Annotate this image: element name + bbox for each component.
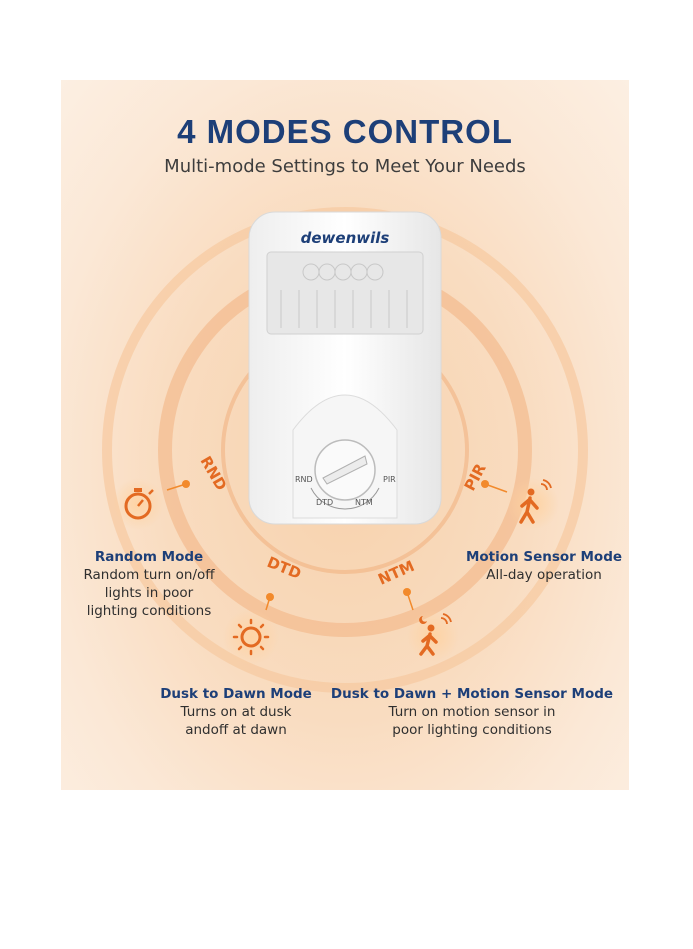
dial-label-pir: PIR bbox=[383, 475, 396, 484]
mode-random-name: Random Mode bbox=[94, 549, 204, 565]
stopwatch-icon bbox=[112, 478, 164, 530]
mode-dusk-to-dawn-name: Dusk to Dawn Mode bbox=[160, 686, 312, 702]
mode-diagram: dewenwils RND PIR DTD NTM RND bbox=[102, 207, 588, 693]
tag-rnd: RND bbox=[166, 453, 230, 494]
sun-moon-icon bbox=[223, 609, 279, 665]
mode-dusk-to-dawn-desc: Turns on at dusk andoff at dawn bbox=[180, 704, 292, 738]
tag-dtd-label: DTD bbox=[265, 553, 304, 583]
mode-dusk-to-dawn-motion: Dusk to Dawn + Motion Sensor Mode Turn o… bbox=[327, 685, 617, 739]
brand-logo: dewenwils bbox=[301, 229, 390, 247]
motion-sensor-device: dewenwils RND PIR DTD NTM bbox=[248, 211, 442, 525]
walking-person-night-icon bbox=[407, 610, 459, 662]
mode-motion-sensor-desc: All-day operation bbox=[486, 567, 602, 583]
dial-label-dtd: DTD bbox=[316, 498, 333, 507]
page-title: 4 MODES CONTROL bbox=[177, 113, 513, 150]
dial-label-ntm: NTM bbox=[355, 498, 373, 507]
mode-motion-sensor: Motion Sensor Mode All-day operation bbox=[459, 548, 629, 584]
page-subtitle: Multi-mode Settings to Meet Your Needs bbox=[164, 156, 526, 177]
dial-label-rnd: RND bbox=[295, 475, 313, 484]
mode-dusk-to-dawn: Dusk to Dawn Mode Turns on at dusk andof… bbox=[141, 685, 331, 739]
walking-person-motion-icon bbox=[507, 478, 559, 530]
mode-dusk-to-dawn-motion-name: Dusk to Dawn + Motion Sensor Mode bbox=[330, 686, 614, 702]
mode-motion-sensor-name: Motion Sensor Mode bbox=[465, 549, 623, 565]
mode-random: Random Mode Random turn on/off lights in… bbox=[61, 548, 237, 620]
mode-random-desc: Random turn on/off lights in poor lighti… bbox=[83, 567, 215, 619]
mode-dusk-to-dawn-motion-desc: Turn on motion sensor in poor lighting c… bbox=[388, 704, 556, 738]
sensor-lens bbox=[266, 251, 424, 335]
product-infographic: 4 MODES CONTROL Multi-mode Settings to M… bbox=[61, 80, 629, 790]
